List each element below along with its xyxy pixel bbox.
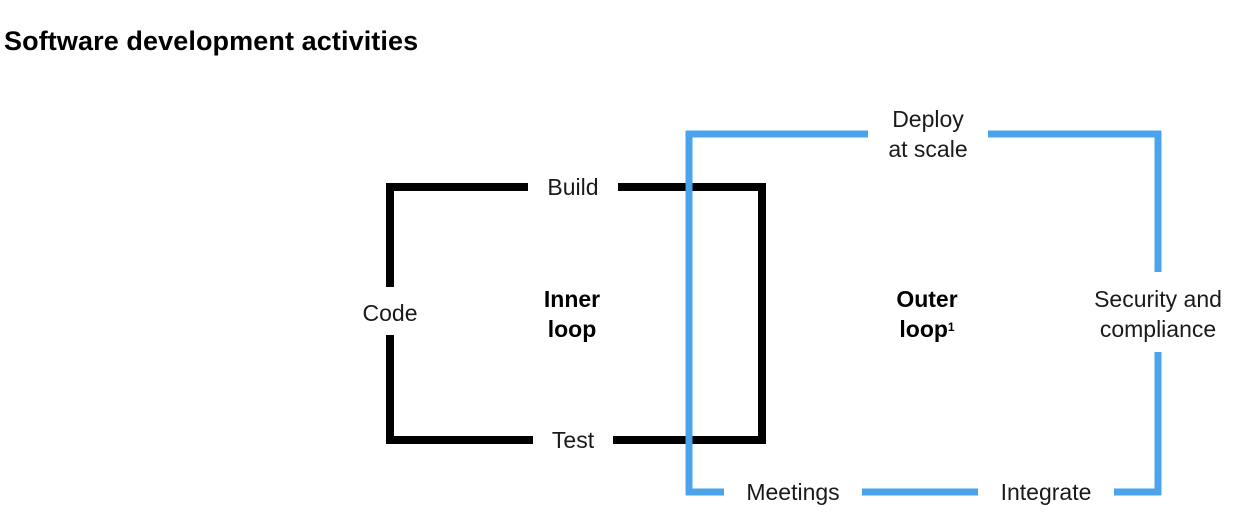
inner-loop-label-line2: loop [547,316,597,342]
step-code: Code [350,298,430,328]
step-integrate: Integrate [982,477,1110,507]
footnote-marker: 1 [947,320,955,334]
step-security-line1: Security and [1094,286,1222,312]
step-deploy-at-scale: Deploy at scale [868,104,988,164]
step-deploy-line1: Deploy [892,106,964,132]
step-build: Build [533,172,613,202]
inner-loop-label: Inner loop [522,284,622,344]
step-test: Test [533,425,613,455]
step-meetings: Meetings [728,477,858,507]
outer-loop-label-line2-wrap: loop1 [877,314,977,344]
step-security-line2: compliance [1099,316,1217,342]
outer-loop-label-line1: Outer [896,286,958,312]
outer-loop-label: Outer loop1 [877,284,977,344]
step-deploy-line2: at scale [888,136,968,162]
diagram-title: Software development activities [4,26,419,56]
outer-loop-label-line2: loop [899,316,948,342]
step-security-and-compliance: Security and compliance [1068,284,1248,344]
inner-loop-label-line1: Inner [543,286,601,312]
